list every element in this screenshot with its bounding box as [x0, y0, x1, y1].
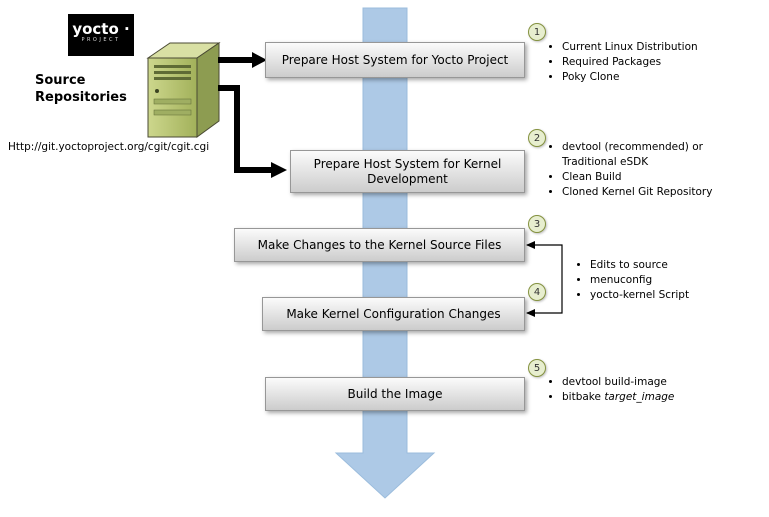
step-circle-1: 1	[528, 23, 546, 41]
bullet-item: yocto-kernel Script	[590, 288, 760, 303]
bullet-item: devtool (recommended) or Traditional eSD…	[562, 140, 757, 170]
bullet-text-italic: target_image	[604, 391, 675, 403]
bullet-item: Poky Clone	[562, 70, 767, 85]
server-icon	[146, 42, 221, 138]
step-2-bullet-list: devtool (recommended) or Traditional eSD…	[548, 140, 757, 200]
step-circle-2: 2	[528, 129, 546, 147]
bullet-item: menuconfig	[590, 273, 760, 288]
flow-box-make-config-changes: Make Kernel Configuration Changes	[262, 297, 525, 331]
flow-box-prepare-host-yocto: Prepare Host System for Yocto Project	[265, 42, 525, 78]
step-circle-3: 3	[528, 215, 546, 233]
source-repositories-line2: Repositories	[35, 90, 127, 105]
step-circle-4: 4	[528, 283, 546, 301]
yocto-logo: yocto · PROJECT	[68, 14, 134, 56]
step-1-bullet-list: Current Linux Distribution Required Pack…	[548, 40, 767, 85]
bullet-item: Clean Build	[562, 170, 757, 185]
yocto-logo-subtext: PROJECT	[81, 37, 121, 43]
bullet-text: devtool build-image	[562, 376, 667, 388]
bullet-item: Required Packages	[562, 55, 767, 70]
flow-box-prepare-host-kernel: Prepare Host System for Kernel Developme…	[290, 150, 525, 193]
bullet-item: Current Linux Distribution	[562, 40, 767, 55]
step-circle-5: 5	[528, 359, 546, 377]
bullet-text: bitbake	[562, 391, 605, 403]
arrow-server-to-step1	[218, 52, 267, 68]
bullet-item: Cloned Kernel Git Repository	[562, 185, 757, 200]
flow-box-make-source-changes: Make Changes to the Kernel Source Files	[234, 228, 525, 262]
flow-box-build-image: Build the Image	[265, 377, 525, 411]
steps-3-4-shared-bullet-list: Edits to source menuconfig yocto-kernel …	[576, 258, 760, 303]
bullet-item: devtool build-image	[562, 375, 757, 390]
source-repositories-url: Http://git.yoctoproject.org/cgit/cgit.cg…	[8, 141, 210, 153]
bracket-steps-3-4	[526, 241, 563, 317]
yocto-logo-text: yocto ·	[72, 20, 130, 38]
source-repositories-label: Source Repositories	[35, 72, 127, 106]
arrow-server-to-step2	[218, 85, 287, 178]
step-5-bullet-list: devtool build-image bitbake target_image	[548, 375, 757, 405]
bullet-item: Edits to source	[590, 258, 760, 273]
bullet-item: bitbake target_image	[562, 390, 757, 405]
source-repositories-line1: Source	[35, 73, 86, 88]
